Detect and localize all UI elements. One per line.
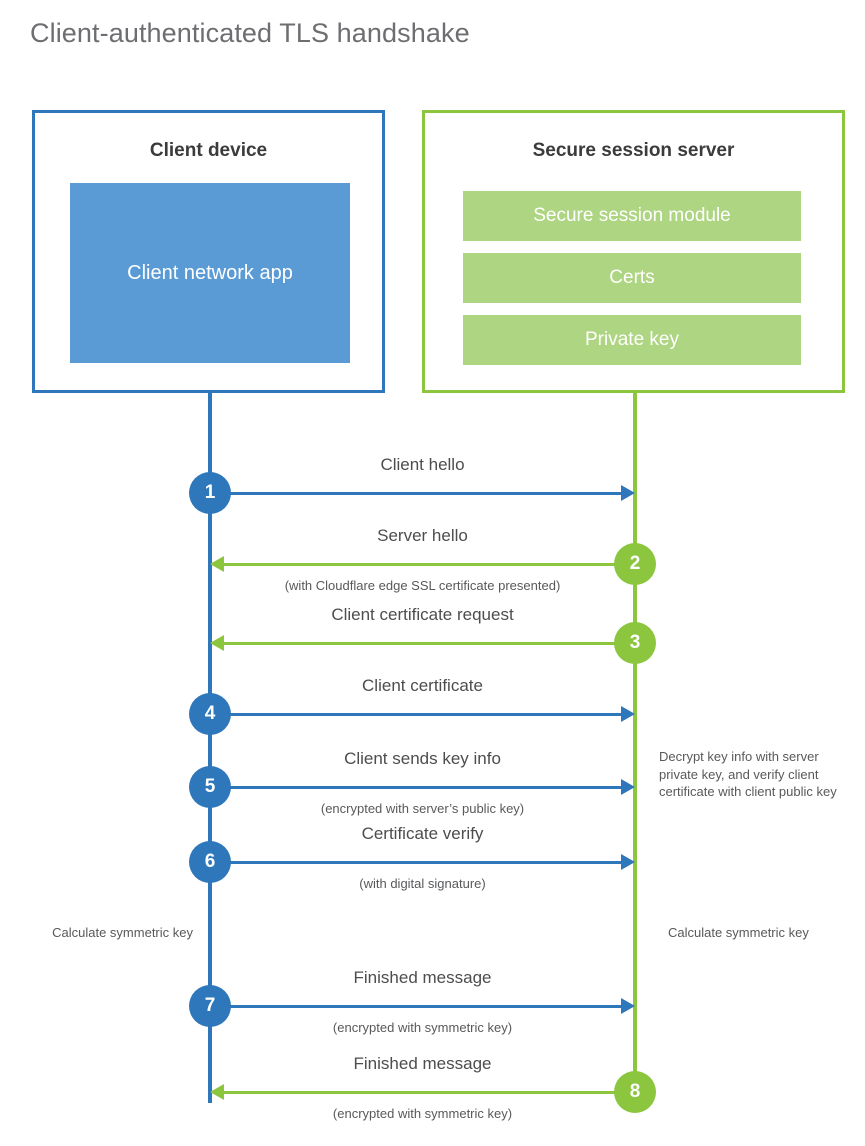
step-6-arrow-head-icon (621, 854, 635, 870)
step-3-label: Client certificate request (331, 605, 514, 624)
step-6-label: Certificate verify (361, 824, 484, 843)
page-title: Client-authenticated TLS handshake (30, 18, 470, 48)
client-lifeline (208, 393, 212, 1103)
step-6-arrow-line (210, 861, 621, 864)
secure-session-server-box: Secure session server Secure session mod… (422, 110, 845, 393)
step-8-arrow-head-icon (210, 1084, 224, 1100)
step-7-label: Finished message (353, 968, 492, 987)
note-calculate-symmetric-key-server: Calculate symmetric key (668, 925, 809, 940)
server-component-private-key: Private key (463, 315, 801, 365)
step-7-arrow-line (210, 1005, 621, 1008)
secure-session-server-title: Secure session server (532, 140, 735, 161)
step-number-badge-5[interactable]: 5 (189, 766, 231, 808)
step-5-sublabel: (encrypted with server’s public key) (320, 801, 525, 816)
server-lifeline (633, 393, 637, 1093)
server-component-secure-session-module: Secure session module (463, 191, 801, 241)
step-1-arrow-head-icon (621, 485, 635, 501)
step-number-badge-6[interactable]: 6 (189, 841, 231, 883)
step-5-arrow-line (210, 786, 621, 789)
step-7-arrow-head-icon (621, 998, 635, 1014)
step-4-arrow-line (210, 713, 621, 716)
step-2-arrow-head-icon (210, 556, 224, 572)
step-number-badge-1[interactable]: 1 (189, 472, 231, 514)
client-device-title: Client device (149, 140, 268, 161)
step-2-arrow-line (224, 563, 635, 566)
note-calculate-symmetric-key-client: Calculate symmetric key (52, 925, 193, 940)
step-1-label: Client hello (380, 455, 465, 474)
step-1-arrow-line (210, 492, 621, 495)
server-component-certs: Certs (463, 253, 801, 303)
step-2-label: Server hello (377, 526, 468, 545)
step-number-badge-4[interactable]: 4 (189, 693, 231, 735)
step-7-sublabel: (encrypted with symmetric key) (332, 1020, 513, 1035)
step-8-label: Finished message (353, 1054, 492, 1073)
step-3-arrow-line (224, 642, 635, 645)
step-5-arrow-head-icon (621, 779, 635, 795)
note-decrypt-key-info: Decrypt key info with server private key… (659, 749, 837, 800)
step-4-label: Client certificate (362, 676, 483, 695)
client-network-app-block: Client network app (70, 183, 350, 363)
step-4-arrow-head-icon (621, 706, 635, 722)
client-device-box: Client device Client network app (32, 110, 385, 393)
step-8-arrow-line (224, 1091, 635, 1094)
step-number-badge-2[interactable]: 2 (614, 543, 656, 585)
step-3-arrow-head-icon (210, 635, 224, 651)
step-6-sublabel: (with digital signature) (359, 876, 486, 891)
step-number-badge-7[interactable]: 7 (189, 985, 231, 1027)
step-2-sublabel: (with Cloudflare edge SSL certificate pr… (284, 578, 561, 593)
step-8-sublabel: (encrypted with symmetric key) (332, 1106, 513, 1121)
step-5-label: Client sends key info (344, 749, 501, 768)
step-number-badge-3[interactable]: 3 (614, 622, 656, 664)
step-number-badge-8[interactable]: 8 (614, 1071, 656, 1113)
